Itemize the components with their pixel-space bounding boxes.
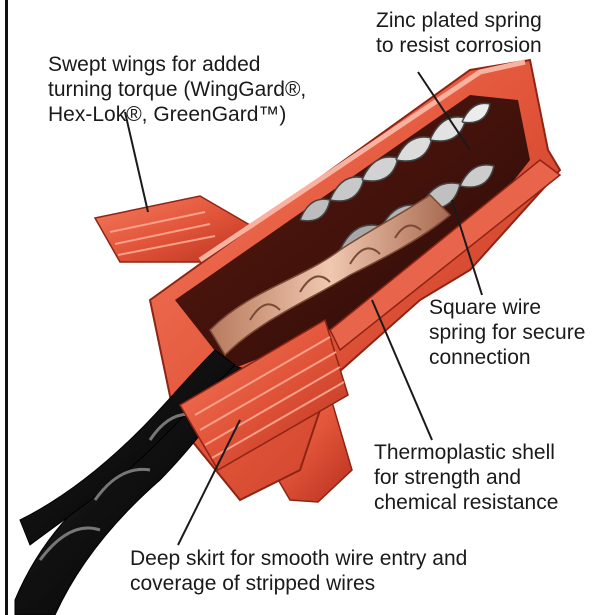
callout-square-wire: Square wire spring for secure connection <box>429 295 585 370</box>
callout-swept-wings: Swept wings for added turning torque (Wi… <box>48 52 306 127</box>
leader-swept-wings <box>125 112 148 212</box>
callout-deep-skirt: Deep skirt for smooth wire entry and cov… <box>130 546 467 596</box>
callout-zinc-spring: Zinc plated spring to resist corrosion <box>376 8 542 58</box>
callout-thermoplastic-shell: Thermoplastic shell for strength and che… <box>374 440 558 515</box>
leader-thermoplastic-shell <box>372 300 432 440</box>
